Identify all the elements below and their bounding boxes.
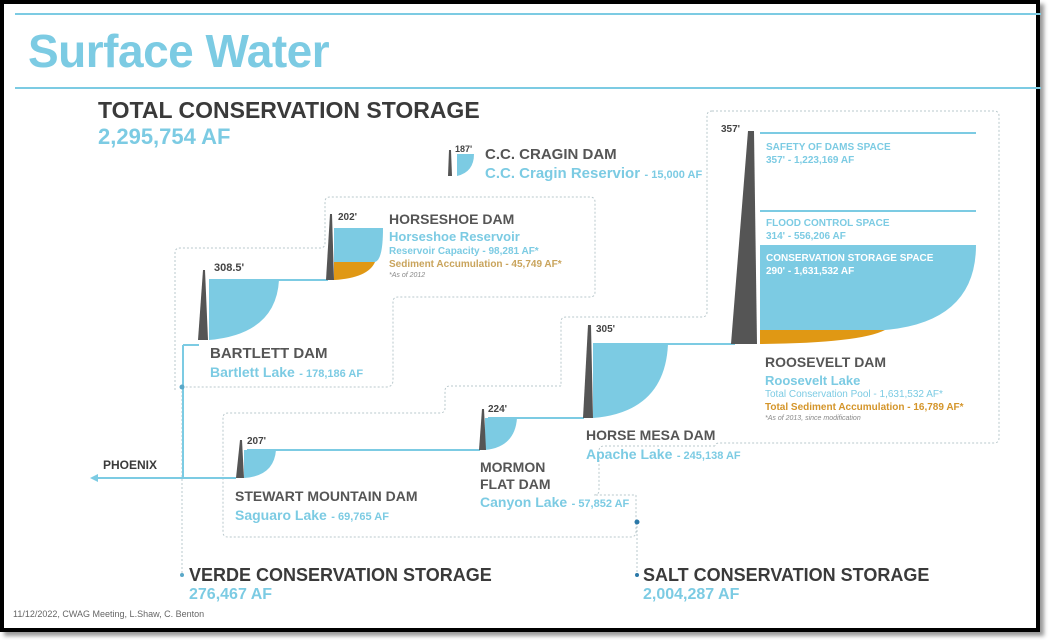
roosevelt-reservoir-name: Roosevelt Lake [765,373,861,388]
total-storage-label: TOTAL CONSERVATION STORAGE [98,97,480,123]
salt-chain-dashed-2 [593,445,715,496]
salt-storage-label: SALT CONSERVATION STORAGE [643,565,930,585]
roosevelt-pool: Total Conservation Pool - 1,631,532 AF* [765,389,943,400]
bartlett-dam-name: BARTLETT DAM [210,345,328,362]
bartlett-dam-icon [198,270,208,340]
horsemesa-dam-name: HORSE MESA DAM [586,427,716,443]
bartlett-reservoir-name: Bartlett Lake [210,364,295,380]
roosevelt-zone-flood-label: FLOOD CONTROL SPACE [766,218,890,229]
salt-bullet-dot [635,573,639,577]
horseshoe-reservoir-name: Horseshoe Reservoir [389,229,520,244]
horseshoe-sediment: Sediment Accumulation - 45,749 AF* [389,259,562,270]
roosevelt-zone-conservation-label: CONSERVATION STORAGE SPACE [766,253,934,264]
title-underline [15,87,1041,89]
cragin-dam-name: C.C. CRAGIN DAM [485,146,617,163]
salt-chain-dashed-1 [560,110,713,386]
mormonflat-water [485,418,517,450]
salt-storage-value: 2,004,287 AF [643,586,740,603]
phoenix-arrow-icon [90,474,98,482]
horseshoe-dam-name: HORSESHOE DAM [389,211,515,227]
bartlett-reservoir-line: Bartlett Lake - 178,186 AF [210,364,363,382]
top-rule [15,13,1041,15]
roosevelt-conservation-water [760,245,976,330]
roosevelt-note: *As of 2013, since modification [765,415,861,422]
footer-credits: 11/12/2022, CWAG Meeting, L.Shaw, C. Ben… [13,609,205,619]
horsemesa-capacity: - 245,138 AF [676,450,741,462]
roosevelt-zone-flood-value: 314' - 556,206 AF [766,231,846,242]
horsemesa-water [593,344,668,418]
stewart-reservoir-name: Saguaro Lake [235,507,327,523]
horseshoe-capacity: Reservoir Capacity - 98,281 AF* [389,246,539,257]
cragin-water [457,154,474,176]
mormonflat-reservoir-line: Canyon Lake - 57,852 AF [480,494,629,512]
roosevelt-sediment: Total Sediment Accumulation - 16,789 AF* [765,402,964,413]
horsemesa-reservoir-line: Apache Lake - 245,138 AF [586,446,741,464]
stewart-dam-icon [236,440,244,478]
mormonflat-capacity: - 57,852 AF [571,498,630,510]
mormon-stewart-dashed [222,385,637,538]
horseshoe-water [334,228,383,262]
mormonflat-height: 224' [488,404,508,415]
horsemesa-reservoir-name: Apache Lake [586,446,673,462]
stewart-height: 207' [247,436,267,447]
mormonflat-dam-name-line2: FLAT DAM [480,476,551,492]
cragin-reservoir-name: C.C. Cragin Reservior [485,165,641,182]
stewart-water [244,450,276,478]
stewart-dam-name: STEWART MOUNTAIN DAM [235,488,418,504]
mormonflat-reservoir-name: Canyon Lake [480,494,568,510]
stewart-capacity: - 69,765 AF [331,511,389,523]
page-title: Surface Water [28,25,330,77]
bartlett-height: 308.5' [214,262,245,274]
roosevelt-zone-safety-value: 357' - 1,223,169 AF [766,155,855,166]
roosevelt-dam-icon [731,131,757,344]
horseshoe-note: *As of 2012 [389,272,426,279]
verde-storage-value: 276,467 AF [189,586,273,603]
verde-junction-dot [179,384,185,390]
roosevelt-dam-name: ROOSEVELT DAM [765,354,887,370]
cragin-dam-icon [448,150,452,176]
roosevelt-sediment [760,330,885,344]
cragin-reservoir-line: C.C. Cragin Reservior - 15,000 AF [485,165,702,183]
horseshoe-height: 202' [338,212,358,223]
stewart-reservoir-line: Saguaro Lake - 69,765 AF [235,507,389,525]
roosevelt-height: 357' [721,124,741,135]
cragin-height: 187' [455,144,473,154]
phoenix-label: PHOENIX [103,458,158,472]
horsemesa-dam-icon [583,325,593,418]
roosevelt-zone-safety-label: SAFETY OF DAMS SPACE [766,142,891,153]
horsemesa-height: 305' [596,324,616,335]
verde-bullet-dot [180,573,184,577]
horseshoe-dam-icon [326,214,334,280]
mormonflat-dam-icon [479,409,486,450]
cragin-capacity: - 15,000 AF [644,169,703,181]
verde-storage-label: VERDE CONSERVATION STORAGE [189,565,492,585]
horseshoe-sediment [334,262,375,280]
bartlett-water [209,280,279,340]
total-storage-value: 2,295,754 AF [98,124,231,149]
bartlett-capacity: - 178,186 AF [299,368,364,380]
roosevelt-zone-conservation-value: 290' - 1,631,532 AF [766,266,855,277]
roosevelt-dashed-box [712,110,1000,447]
bartlett-dashed-box [174,196,596,390]
mormonflat-dam-name-line1: MORMON [480,459,546,475]
salt-junction-dot [634,519,640,525]
